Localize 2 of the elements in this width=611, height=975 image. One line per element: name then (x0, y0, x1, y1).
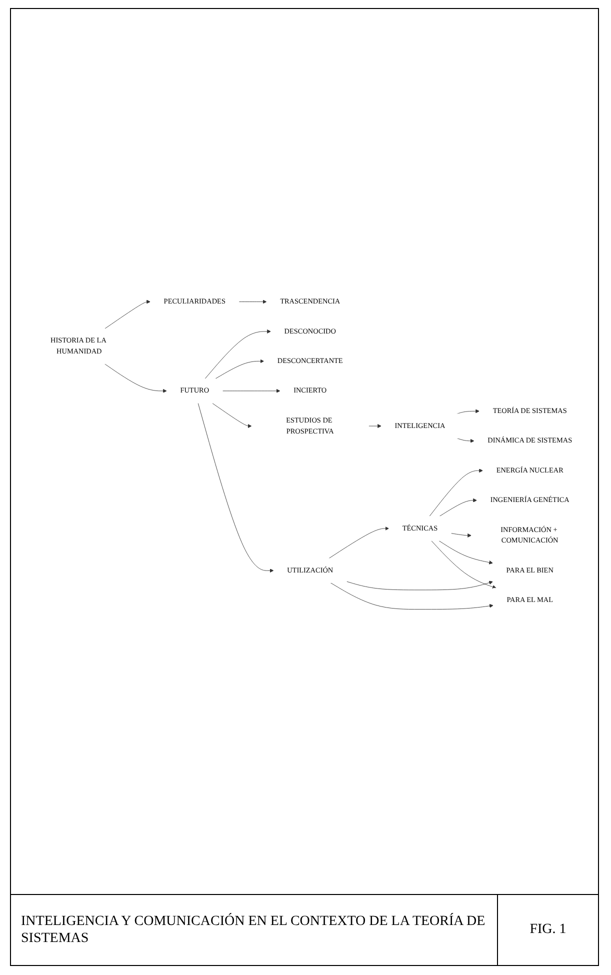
caption: INTELIGENCIA Y COMUNICACIÓN EN EL CONTEXTO DE LA TEORÍA DE SISTEMAS (21, 913, 486, 947)
figure-number: FIG. 1 (530, 922, 566, 938)
